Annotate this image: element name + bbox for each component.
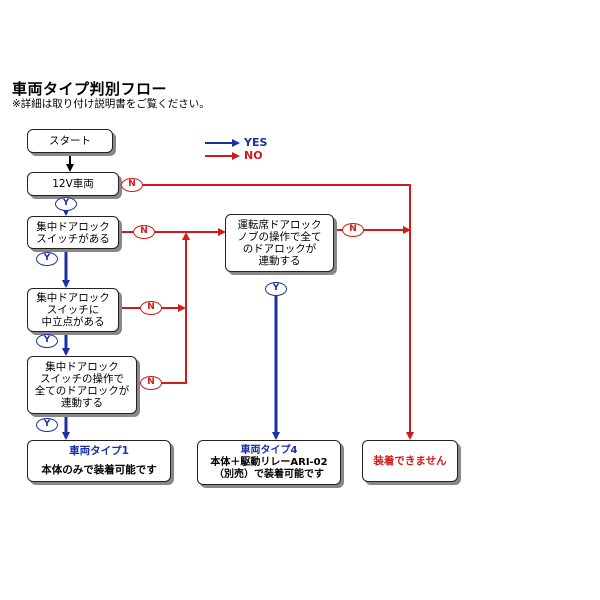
result-type1-title: 車両タイプ1 (69, 445, 129, 457)
result-type4-body: 本体＋駆動リレーARI-02 (210, 457, 328, 468)
yes-badge: Y (36, 252, 58, 266)
result-type4: 車両タイプ4 本体＋駆動リレーARI-02 （別売）で装着可能です (197, 440, 341, 485)
result-type4-title: 車両タイプ4 (240, 445, 298, 456)
yes-badge: Y (36, 334, 58, 348)
result-type1-body: 本体のみで装着可能です (41, 464, 157, 476)
yes-badge: Y (36, 418, 58, 432)
decision-12v: 12V車両 (27, 172, 119, 196)
result-type1: 車両タイプ1 本体のみで装着可能です (27, 440, 171, 482)
no-badge: N (342, 223, 364, 237)
decision-neutral-point: 集中ドアロック スイッチに 中立点がある (27, 288, 119, 332)
q1-no (122, 184, 414, 440)
page-title: 車両タイプ判別フロー (12, 80, 168, 98)
no-badge: N (140, 301, 162, 315)
decision-knob-linked: 運転席ドアロック ノブの操作で全て のドアロックが 連動する (225, 214, 334, 272)
result-not-installable-text: 装着できません (373, 454, 447, 467)
result-type4-body2: （別売）で装着可能です (214, 469, 324, 480)
no-badge: N (121, 178, 143, 192)
legend-no-label: NO (244, 149, 263, 162)
no-badge: N (133, 225, 155, 239)
decision-lock-switch: 集中ドアロック スイッチがある (27, 216, 119, 249)
start-node: スタート (27, 129, 113, 153)
result-not-installable: 装着できません (362, 440, 458, 482)
page-note: ※詳細は取り付け説明書をご覧ください。 (12, 98, 210, 110)
decision-switch-linked: 集中ドアロック スイッチの操作で 全てのドアロックが 連動する (27, 356, 137, 414)
yes-badge: Y (55, 197, 77, 211)
no-badge: N (140, 376, 162, 390)
legend-yes-label: YES (244, 136, 268, 149)
yes-badge: Y (265, 282, 287, 296)
